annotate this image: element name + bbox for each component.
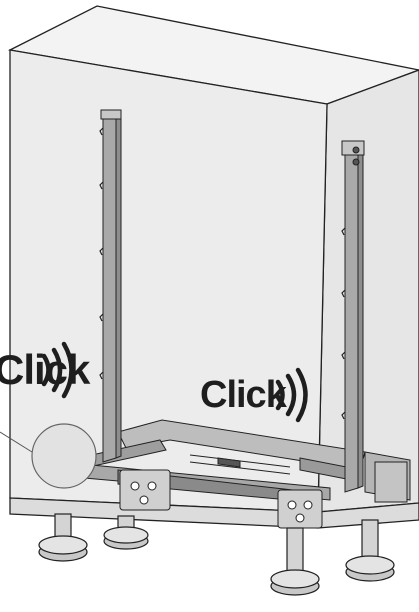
- hinge-hole: [130, 481, 140, 491]
- right-rail-cap: [341, 140, 365, 156]
- cabinet: [7, 5, 419, 529]
- sound-waves-icon: [275, 367, 308, 423]
- left-rail-edge: [115, 113, 122, 459]
- side-bracket: [374, 461, 408, 503]
- rail-hook: [99, 127, 104, 136]
- foot: [270, 527, 320, 596]
- magnifier-circle-icon: [0, 423, 97, 489]
- hinge-hole: [303, 500, 313, 510]
- rail-hook: [341, 351, 346, 360]
- vertical-rails: [100, 109, 365, 493]
- rail-hook: [341, 289, 346, 298]
- left-rail-cap: [100, 109, 122, 120]
- sound-waves-icon: [41, 341, 74, 399]
- cabinet-side-panel: [317, 69, 419, 513]
- foot: [103, 515, 149, 550]
- rail-hook: [99, 181, 104, 190]
- right-rail-knob: [352, 146, 360, 154]
- center-label-plate: [217, 457, 241, 468]
- left-vertical-rail: [102, 113, 117, 463]
- hinge-hole: [287, 500, 297, 510]
- runner-detail-2: [189, 461, 291, 475]
- click-annotation-right: Click: [200, 374, 287, 416]
- right-vertical-rail: [344, 143, 359, 493]
- foot: [38, 513, 88, 562]
- rail-hook: [341, 411, 346, 420]
- rail-hook: [341, 227, 346, 236]
- hinge-clips: [119, 461, 408, 529]
- callout-line: [0, 431, 33, 453]
- click-annotation-left: Click: [0, 346, 90, 393]
- right-rail-edge: [357, 143, 364, 489]
- rail-hook: [99, 371, 104, 380]
- rail-hook: [99, 247, 104, 256]
- hinge-hole: [295, 513, 305, 523]
- rail-hooks: [99, 127, 346, 420]
- hinge-hole: [147, 481, 157, 491]
- rail-hook: [99, 313, 104, 322]
- hinge-hole: [139, 495, 149, 505]
- hinge-clip-left: [119, 469, 171, 511]
- adjustable-feet: [38, 513, 395, 596]
- foot: [345, 519, 395, 582]
- right-rail-knob: [352, 158, 360, 166]
